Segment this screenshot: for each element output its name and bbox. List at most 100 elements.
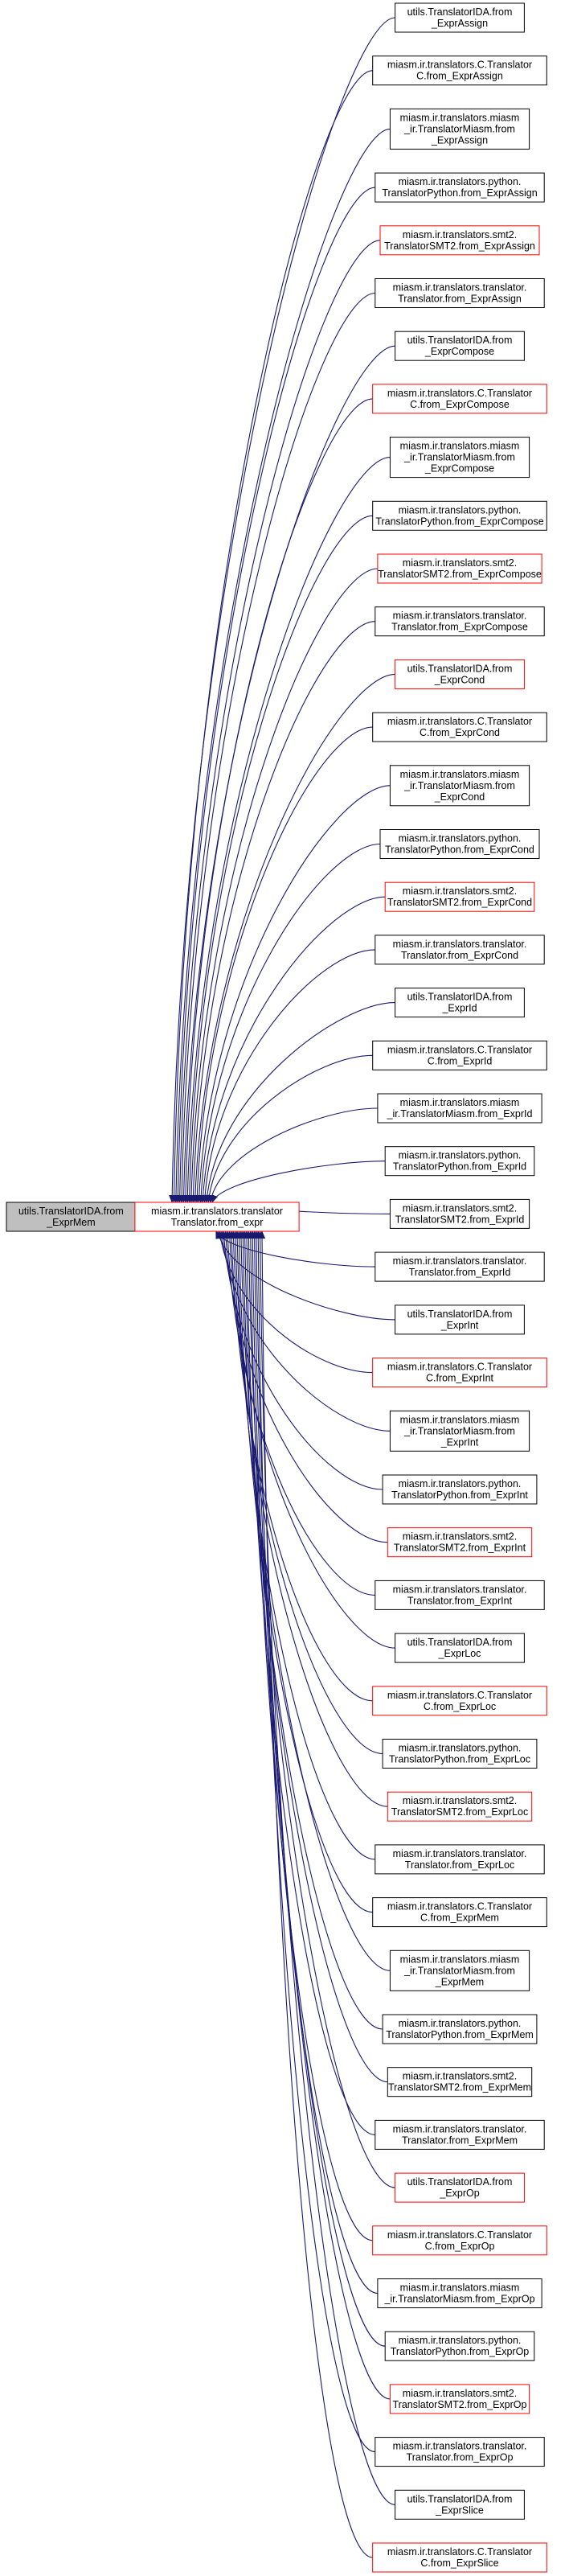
caller-node[interactable]: miasm.ir.translators.smt2.TranslatorSMT2… bbox=[389, 2384, 530, 2414]
call-edge bbox=[169, 17, 395, 1203]
caller-node[interactable]: miasm.ir.translators.smt2.TranslatorSMT2… bbox=[384, 881, 535, 912]
caller-node[interactable]: utils.TranslatorIDA.from_ExprId bbox=[395, 988, 525, 1018]
caller-node-label-line: miasm.ir.translators.translator. bbox=[393, 1848, 527, 1859]
caller-node-label-line: C.from_ExprCond bbox=[420, 727, 500, 738]
center-node-label-line: miasm.ir.translators.translator bbox=[151, 1206, 283, 1217]
caller-node[interactable]: miasm.ir.translators.miasm_ir.Translator… bbox=[389, 1410, 530, 1452]
caller-node-box bbox=[384, 881, 535, 912]
caller-node-label-line: miasm.ir.translators.python. bbox=[399, 176, 522, 187]
caller-node-label-line: C.from_ExprId bbox=[428, 1055, 493, 1066]
caller-node[interactable]: miasm.ir.translators.translator.Translat… bbox=[375, 278, 545, 308]
caller-node[interactable]: miasm.ir.translators.translator.Translat… bbox=[375, 2437, 545, 2467]
caller-node-box bbox=[395, 1633, 525, 1663]
caller-node[interactable]: miasm.ir.translators.smt2.TranslatorSMT2… bbox=[387, 1527, 533, 1558]
caller-node-label-line: miasm.ir.translators.C.Translator bbox=[387, 716, 532, 727]
caller-node-box bbox=[372, 1358, 547, 1388]
caller-node-label-line: miasm.ir.translators.smt2. bbox=[403, 1202, 517, 1214]
selected-node-label-line: _ExprMem bbox=[46, 1217, 95, 1228]
caller-node-label-line: miasm.ir.translators.C.Translator bbox=[387, 1362, 532, 1373]
center-node[interactable]: miasm.ir.translators.translatorTranslato… bbox=[134, 1202, 300, 1232]
caller-node-label-line: utils.TranslatorIDA.from bbox=[407, 1309, 513, 1320]
caller-node[interactable]: miasm.ir.translators.smt2.TranslatorSMT2… bbox=[379, 225, 540, 256]
caller-node[interactable]: miasm.ir.translators.miasm_ir.Translator… bbox=[377, 2278, 542, 2308]
edges-layer bbox=[129, 17, 395, 2558]
caller-node-label-line: Translator.from_ExprId bbox=[409, 1267, 511, 1278]
caller-node[interactable]: miasm.ir.translators.smt2.TranslatorSMT2… bbox=[389, 1198, 530, 1229]
caller-node[interactable]: miasm.ir.translators.miasm_ir.Translator… bbox=[389, 1949, 530, 1991]
caller-node[interactable]: miasm.ir.translators.translator.Translat… bbox=[375, 935, 545, 965]
caller-node[interactable]: miasm.ir.translators.python.TranslatorPy… bbox=[379, 829, 540, 859]
caller-node-label-line: miasm.ir.translators.python. bbox=[399, 2018, 522, 2029]
caller-node[interactable]: miasm.ir.translators.C.TranslatorC.from_… bbox=[372, 2225, 547, 2256]
selected-node[interactable]: utils.TranslatorIDA.from_ExprMem bbox=[6, 1202, 137, 1232]
caller-node[interactable]: miasm.ir.translators.miasm_ir.Translator… bbox=[389, 437, 530, 479]
caller-node-label-line: TranslatorSMT2.from_ExprMem bbox=[388, 2082, 531, 2093]
call-edge bbox=[244, 1230, 375, 2135]
caller-node[interactable]: utils.TranslatorIDA.from_ExprCompose bbox=[395, 331, 525, 361]
caller-node[interactable]: miasm.ir.translators.C.TranslatorC.from_… bbox=[372, 384, 547, 414]
caller-node[interactable]: utils.TranslatorIDA.from_ExprCond bbox=[395, 659, 525, 689]
caller-node[interactable]: miasm.ir.translators.python.TranslatorPy… bbox=[382, 2014, 538, 2044]
caller-node-label-line: miasm.ir.translators.miasm bbox=[400, 1097, 520, 1108]
caller-node[interactable]: miasm.ir.translators.C.TranslatorC.from_… bbox=[372, 1040, 547, 1070]
caller-node-label-line: miasm.ir.translators.python. bbox=[399, 1150, 522, 1161]
caller-node-label-line: miasm.ir.translators.smt2. bbox=[403, 2071, 517, 2082]
caller-node[interactable]: miasm.ir.translators.C.TranslatorC.from_… bbox=[372, 1358, 547, 1388]
caller-node[interactable]: miasm.ir.translators.python.TranslatorPy… bbox=[382, 1739, 538, 1769]
caller-node-label-line: Translator.from_ExprInt bbox=[407, 1595, 513, 1606]
caller-node[interactable]: miasm.ir.translators.python.TranslatorPy… bbox=[384, 1146, 535, 1177]
caller-node[interactable]: miasm.ir.translators.translator.Translat… bbox=[375, 2119, 545, 2150]
caller-node[interactable]: utils.TranslatorIDA.from_ExprSlice bbox=[395, 2489, 525, 2520]
caller-node-label-line: TranslatorPython.from_ExprLoc bbox=[389, 1754, 530, 1765]
caller-node[interactable]: miasm.ir.translators.python.TranslatorPy… bbox=[382, 1474, 538, 1505]
caller-node[interactable]: miasm.ir.translators.translator.Translat… bbox=[375, 1580, 545, 1610]
caller-node-label-line: C.from_ExprAssign bbox=[416, 71, 503, 82]
caller-node-box bbox=[395, 988, 525, 1018]
caller-node-box bbox=[389, 2384, 530, 2414]
caller-node-box bbox=[372, 55, 547, 86]
caller-node-box bbox=[389, 765, 530, 807]
caller-node-label-line: miasm.ir.translators.miasm bbox=[400, 112, 520, 123]
caller-node[interactable]: utils.TranslatorIDA.from_ExprOp bbox=[395, 2172, 525, 2203]
call-edge bbox=[186, 515, 373, 1203]
caller-node[interactable]: miasm.ir.translators.translator.Translat… bbox=[375, 1251, 545, 1282]
caller-node[interactable]: miasm.ir.translators.python.TranslatorPy… bbox=[375, 172, 545, 203]
caller-node[interactable]: miasm.ir.translators.translator.Translat… bbox=[375, 1844, 545, 1875]
caller-node[interactable]: miasm.ir.translators.python.TranslatorPy… bbox=[384, 2331, 535, 2361]
caller-node-box bbox=[375, 172, 545, 203]
call-edge bbox=[234, 1230, 375, 1860]
caller-node[interactable]: miasm.ir.translators.miasm_ir.Translator… bbox=[377, 1093, 542, 1124]
caller-node[interactable]: utils.TranslatorIDA.from_ExprAssign bbox=[395, 2, 525, 33]
call-edge bbox=[194, 726, 373, 1203]
caller-node-label-line: _ir.TranslatorMiasm.from bbox=[403, 452, 515, 463]
caller-node[interactable]: miasm.ir.translators.C.TranslatorC.from_… bbox=[372, 1686, 547, 1716]
caller-node[interactable]: utils.TranslatorIDA.from_ExprInt bbox=[395, 1304, 525, 1335]
caller-node-label-line: _ExprCompose bbox=[424, 463, 494, 475]
caller-node[interactable]: miasm.ir.translators.C.TranslatorC.from_… bbox=[372, 2542, 547, 2573]
caller-node[interactable]: miasm.ir.translators.C.TranslatorC.from_… bbox=[372, 1897, 547, 1928]
caller-node-box bbox=[384, 1146, 535, 1177]
caller-node[interactable]: miasm.ir.translators.python.TranslatorPy… bbox=[372, 500, 547, 531]
caller-node-label-line: _ir.TranslatorMiasm.from_ExprId bbox=[387, 1108, 533, 1120]
caller-node[interactable]: miasm.ir.translators.C.TranslatorC.from_… bbox=[372, 712, 547, 742]
caller-node-label-line: _ExprInt bbox=[440, 1436, 479, 1448]
caller-node[interactable]: miasm.ir.translators.smt2.TranslatorSMT2… bbox=[387, 2067, 533, 2097]
caller-node-box bbox=[375, 606, 545, 637]
caller-node[interactable]: miasm.ir.translators.miasm_ir.Translator… bbox=[389, 765, 530, 807]
caller-node-label-line: TranslatorPython.from_ExprId bbox=[393, 1161, 526, 1173]
caller-node[interactable]: utils.TranslatorIDA.from_ExprLoc bbox=[395, 1633, 525, 1663]
caller-node[interactable]: miasm.ir.translators.miasm_ir.Translator… bbox=[389, 108, 530, 150]
center-node-label-line: Translator.from_expr bbox=[171, 1217, 264, 1228]
caller-node[interactable]: miasm.ir.translators.smt2.TranslatorSMT2… bbox=[377, 553, 542, 584]
caller-node[interactable]: miasm.ir.translators.translator.Translat… bbox=[375, 606, 545, 637]
call-edge bbox=[178, 292, 375, 1203]
caller-node-label-line: miasm.ir.translators.miasm bbox=[400, 769, 520, 780]
caller-node[interactable]: miasm.ir.translators.smt2.TranslatorSMT2… bbox=[387, 1791, 533, 1822]
caller-node-label-line: TranslatorPython.from_ExprCond bbox=[385, 844, 534, 856]
caller-node-box bbox=[387, 2067, 533, 2097]
call-edge bbox=[235, 1230, 373, 1913]
caller-node-label-line: _ExprLoc bbox=[438, 1648, 481, 1659]
caller-node[interactable]: miasm.ir.translators.C.TranslatorC.from_… bbox=[372, 55, 547, 86]
caller-node-box bbox=[372, 1686, 547, 1716]
